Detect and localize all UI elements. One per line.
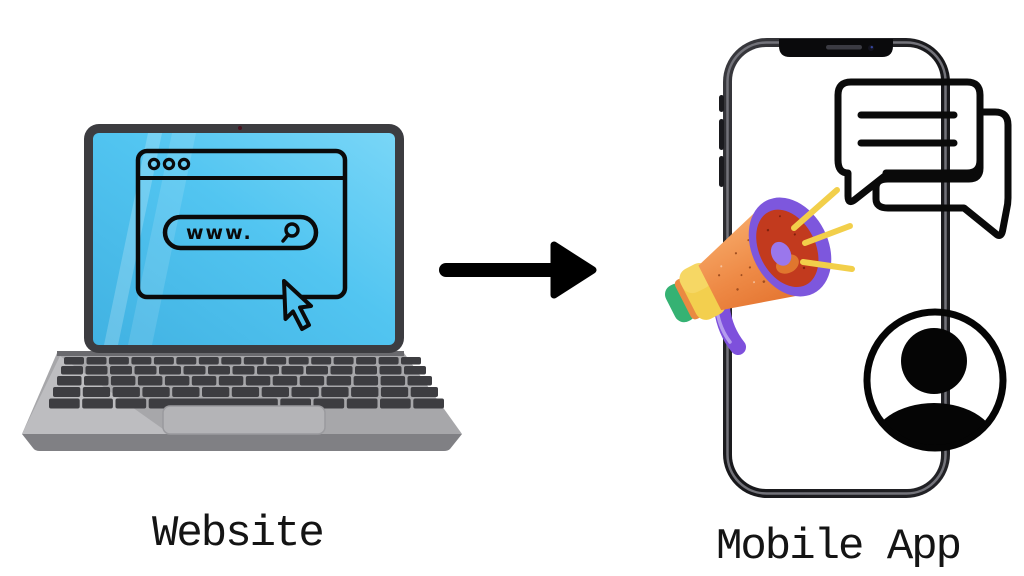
laptop-screen: www. — [84, 124, 404, 353]
browser-window-icon — [135, 148, 348, 300]
megaphone-icon — [664, 187, 855, 355]
avatar-shoulders — [870, 403, 998, 445]
chat-bubbles-icon — [834, 78, 1012, 239]
right-arrow-icon — [439, 241, 597, 299]
phone-side-buttons — [719, 95, 724, 187]
megaphone-handle — [714, 301, 746, 355]
cursor-arrow-icon — [282, 279, 313, 331]
search-icon — [281, 222, 300, 243]
url-text: www. — [186, 222, 253, 244]
chat-bubble-front — [872, 108, 1012, 239]
screen-glare-2 — [128, 133, 196, 345]
window-dot-3 — [177, 157, 191, 171]
megaphone-rays — [791, 187, 855, 272]
window-dot-2 — [162, 157, 176, 171]
user-avatar-icon — [863, 308, 1007, 452]
keyboard-keys — [49, 357, 444, 409]
phone-speaker — [826, 45, 862, 50]
laptop-base — [22, 351, 462, 451]
window-dot-1 — [147, 157, 161, 171]
laptop-illustration: www. — [22, 124, 462, 451]
avatar-head — [901, 328, 967, 394]
phone-notch — [779, 39, 893, 57]
trackpad — [162, 405, 326, 435]
megaphone-tip — [664, 283, 696, 323]
webcam-dot — [238, 126, 242, 130]
mobile-app-label: Mobile App — [716, 522, 962, 572]
screen-glare — [104, 133, 162, 345]
megaphone-center — [770, 241, 792, 266]
website-label: Website — [152, 509, 325, 559]
url-bar — [162, 214, 319, 251]
